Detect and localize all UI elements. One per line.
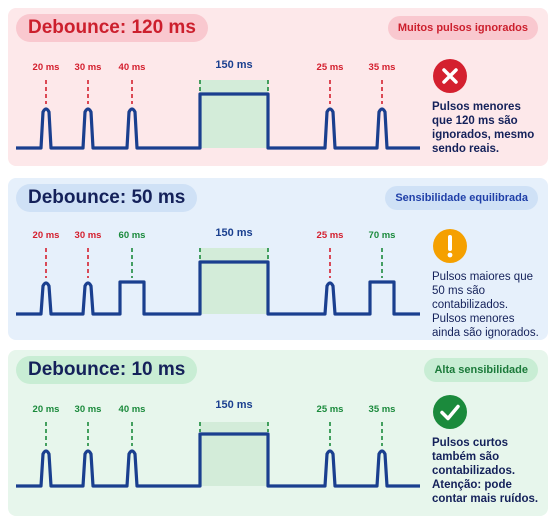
panel-title: Debounce: 10 ms xyxy=(16,356,198,384)
pulse-duration-label: 35 ms xyxy=(369,404,396,415)
long-pulse-highlight xyxy=(200,248,268,314)
long-pulse-label: 150 ms xyxy=(215,227,252,239)
signal-line xyxy=(16,432,420,488)
warning-exclamation-icon xyxy=(432,228,468,264)
long-pulse-highlight xyxy=(200,80,268,148)
long-pulse-label: 150 ms xyxy=(215,59,252,71)
status-badge: Muitos pulsos ignorados xyxy=(387,16,538,40)
panel-description: Pulsos maiores que 50 ms são contabiliza… xyxy=(432,271,539,339)
signal-line xyxy=(16,260,420,316)
panel-title: Debounce: 50 ms xyxy=(16,184,198,212)
pulse-duration-label: 30 ms xyxy=(75,62,102,73)
panel-description: Pulsos curtos também são contabilizados.… xyxy=(432,437,539,505)
pulse-duration-label: 20 ms xyxy=(33,404,60,415)
pulse-duration-label: 25 ms xyxy=(317,62,344,73)
pulse-duration-label: 60 ms xyxy=(119,230,146,241)
signal-waveform: 150 ms 20 ms 30 ms 60 ms 25 ms 70 ms xyxy=(16,227,420,316)
long-pulse-highlight xyxy=(200,422,268,486)
pulse-duration-label: 40 ms xyxy=(119,404,146,415)
panel-debounce-120: Debounce: 120 ms Muitos pulsos ignorados… xyxy=(8,8,548,166)
pulse-duration-label: 30 ms xyxy=(75,230,102,241)
panel-description: Pulsos menores que 120 ms são ignorados,… xyxy=(432,101,535,155)
pulse-duration-label: 70 ms xyxy=(369,230,396,241)
status-badge: Alta sensibilidade xyxy=(424,358,538,382)
pulse-duration-label: 35 ms xyxy=(369,62,396,73)
signal-line xyxy=(16,92,420,150)
long-pulse-label: 150 ms xyxy=(215,399,252,411)
status-badge: Sensibilidade equilibrada xyxy=(385,186,538,210)
pulse-duration-label: 40 ms xyxy=(119,62,146,73)
signal-waveform: 150 ms 20 ms 30 ms 40 ms 25 ms 35 ms xyxy=(16,59,420,150)
pulse-duration-label: 25 ms xyxy=(317,230,344,241)
x-circle-icon xyxy=(432,58,468,94)
check-circle-icon xyxy=(432,394,468,430)
pulse-duration-label: 20 ms xyxy=(33,230,60,241)
panel-title: Debounce: 120 ms xyxy=(16,14,208,42)
panel-debounce-10: Debounce: 10 ms Alta sensibilidade 150 m… xyxy=(8,350,548,516)
pulse-duration-label: 20 ms xyxy=(33,62,60,73)
pulse-duration-label: 25 ms xyxy=(317,404,344,415)
panel-debounce-50: Debounce: 50 ms Sensibilidade equilibrad… xyxy=(8,178,548,340)
signal-waveform: 150 ms 20 ms 30 ms 40 ms 25 ms 35 ms xyxy=(16,399,420,488)
pulse-duration-label: 30 ms xyxy=(75,404,102,415)
